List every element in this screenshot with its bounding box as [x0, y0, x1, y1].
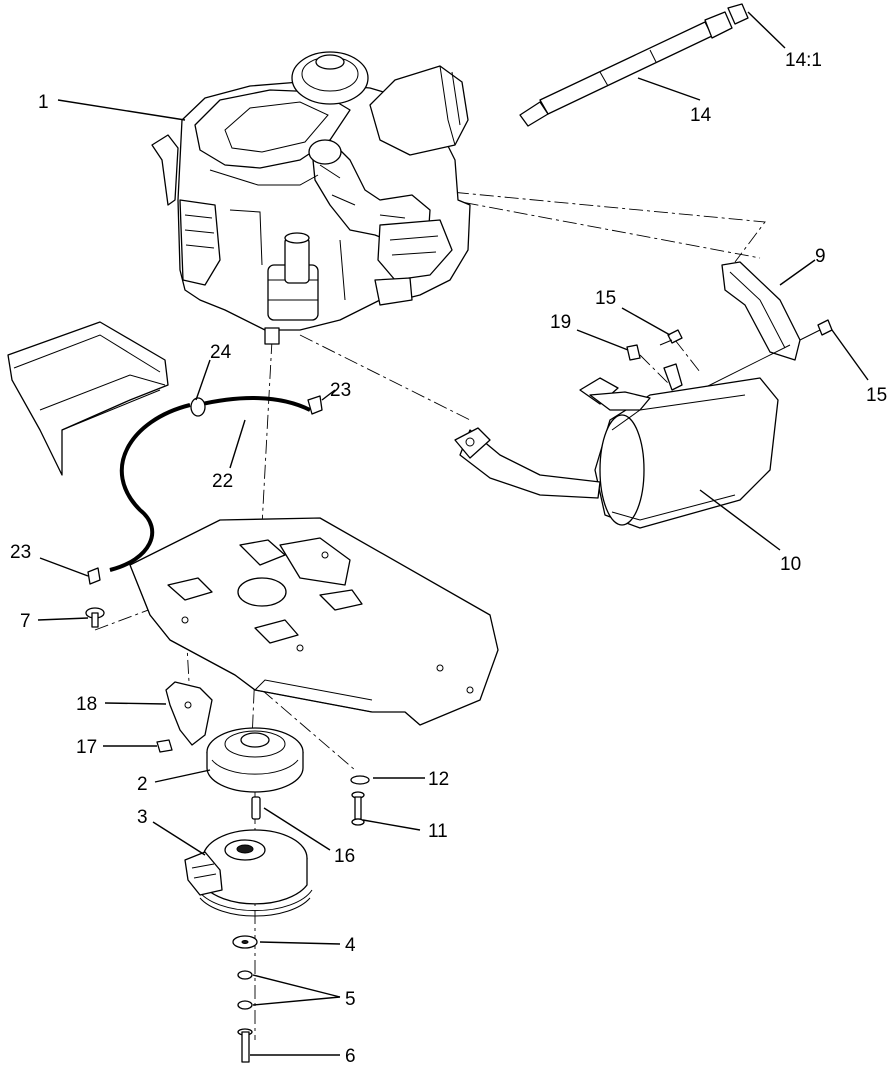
- pulley: [206, 727, 304, 793]
- callout-23-lower: 23: [10, 542, 31, 563]
- callout-1: 1: [38, 92, 49, 113]
- callout-10: 10: [780, 554, 801, 575]
- callout-23-upper: 23: [330, 380, 351, 401]
- callout-14-1: 14:1: [785, 50, 822, 71]
- washer-and-bolt: [350, 775, 370, 826]
- callout-12: 12: [428, 769, 449, 790]
- callout-16: 16: [334, 846, 355, 867]
- electric-clutch: [184, 829, 313, 917]
- bolts-and-nut: [626, 319, 833, 391]
- callout-9: 9: [815, 246, 826, 267]
- callout-7: 7: [20, 611, 31, 632]
- callout-15-upper: 15: [595, 288, 616, 309]
- fuel-hose: [519, 3, 749, 127]
- callout-5: 5: [345, 989, 356, 1010]
- engine-deck: [129, 517, 499, 726]
- deflector-shield: [7, 321, 169, 476]
- callout-18: 18: [76, 694, 97, 715]
- callout-11: 11: [428, 821, 448, 842]
- leader-lines: [37, 11, 869, 1056]
- callout-6: 6: [345, 1046, 356, 1067]
- clutch-hardware: [232, 935, 258, 1063]
- callout-labels: 1 14:1 14 9 15 19 15 24 23 22 10 23 7 18…: [10, 50, 887, 1067]
- fuel-line: [87, 395, 323, 585]
- callout-3: 3: [137, 807, 148, 828]
- callout-15-right: 15: [866, 385, 887, 406]
- muffler-bracket: [699, 261, 801, 391]
- carriage-bolt: [85, 607, 105, 628]
- shaft-key: [251, 796, 261, 820]
- callout-22: 22: [212, 471, 233, 492]
- callout-2: 2: [137, 774, 148, 795]
- callout-14: 14: [690, 105, 712, 126]
- callout-24: 24: [210, 342, 232, 363]
- muffler: [454, 377, 779, 529]
- callout-17: 17: [76, 737, 97, 758]
- engine: [151, 51, 471, 345]
- callout-19: 19: [550, 312, 571, 333]
- callout-4: 4: [345, 935, 356, 956]
- clutch-bracket: [156, 681, 213, 753]
